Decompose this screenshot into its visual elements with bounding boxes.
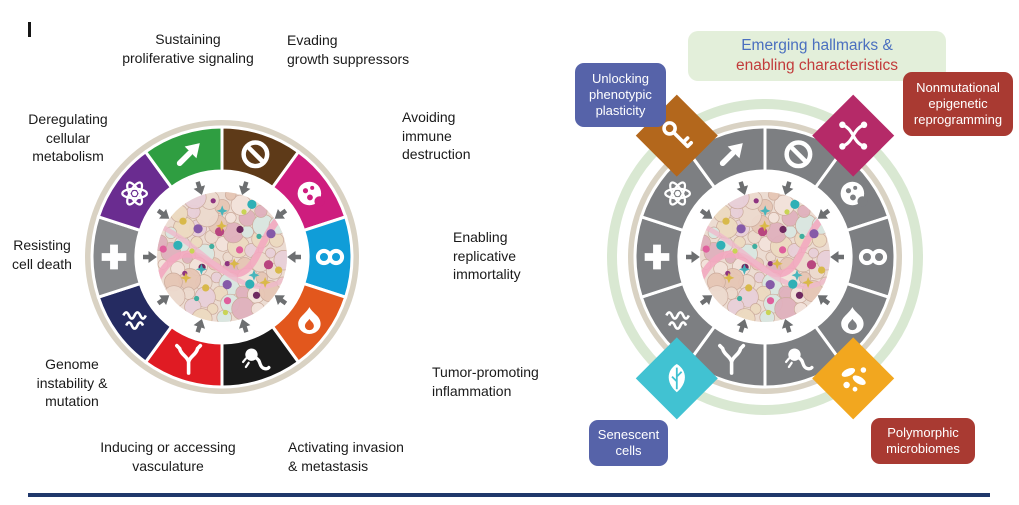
growth-arrow-icon (176, 143, 200, 167)
no-entry-icon (784, 140, 813, 169)
dna-scribble-icon (665, 311, 690, 330)
callout-unlocking-phenotypic-plasticity: Unlocking phenotypic plasticity (575, 63, 666, 127)
inward-arrow-icon (143, 251, 157, 263)
label-sustaining-proliferative-signaling: Sustaining proliferative signaling (122, 31, 254, 66)
invading-cell-icon (241, 348, 271, 371)
inward-arrow-icon (238, 181, 251, 195)
label-tumor-promoting-inflammation: Tumor-promoting inflammation (432, 364, 539, 399)
inward-arrow-icon (817, 208, 831, 219)
inward-arrow-icon (736, 319, 749, 333)
label-deregulating-cellular-metabolism: Deregulating cellular metabolism (28, 111, 108, 164)
inward-arrow-icon (699, 208, 713, 219)
label-avoiding-immune-destruction: Avoiding immune destruction (402, 109, 471, 162)
growth-arrow-icon (719, 143, 743, 167)
vessel-icon (175, 343, 203, 375)
inward-arrow-icon (781, 319, 794, 333)
leaf-icon (668, 364, 685, 393)
inward-arrow-icon (238, 319, 251, 333)
inward-arrow-icon (274, 208, 288, 219)
inward-arrow-icon (699, 295, 713, 306)
heading-line-2: enabling characteristics (736, 57, 898, 74)
inward-arrow-icon (686, 251, 700, 263)
inward-arrow-icon (736, 181, 749, 195)
label-resisting-cell-death: Resisting cell death (12, 237, 72, 272)
label-enabling-replicative-immortality: Enabling replicative immortality (453, 229, 521, 282)
inward-arrow-icon (156, 208, 170, 219)
label-activating-invasion-metastasis: Activating invasion & metastasis (288, 439, 404, 474)
inward-arrow-icon (287, 251, 301, 263)
infinity-icon (858, 248, 888, 266)
heading-line-1: Emerging hallmarks & (741, 37, 893, 54)
emerging-ring (607, 99, 923, 415)
inward-arrow-icon (830, 251, 844, 263)
inward-arrow-icon (781, 181, 794, 195)
label-genome-instability-mutation: Genome instability & mutation (36, 356, 108, 409)
dna-scribble-icon (122, 311, 147, 330)
inward-arrow-icon (274, 295, 288, 306)
callout-nonmutational-epigenetic-reprogramming: Nonmutational epigenetic reprogramming (903, 72, 1013, 136)
invading-cell-icon (784, 348, 814, 371)
no-entry-icon (241, 140, 270, 169)
cross-icon (101, 244, 127, 270)
infinity-icon (315, 248, 345, 266)
flame-icon (298, 307, 321, 334)
callout-polymorphic-microbiomes: Polymorphic microbiomes (871, 418, 975, 464)
callout-senescent-cells: Senescent cells (589, 420, 668, 466)
bottom-rule (28, 493, 990, 497)
cross-icon (644, 244, 670, 270)
inward-arrow-icon (193, 181, 206, 195)
inward-arrow-icon (817, 295, 831, 306)
inward-arrow-icon (193, 319, 206, 333)
tumor-illustration (157, 192, 287, 322)
inward-arrow-icon (156, 295, 170, 306)
key-icon (662, 121, 693, 149)
hallmarks-wheel (85, 120, 359, 394)
immune-cell-icon (840, 181, 868, 207)
emerging-hallmarks-heading: Emerging hallmarks & enabling characteri… (688, 31, 946, 81)
crop-mark (28, 22, 31, 37)
label-evading-growth-suppressors: Evading growth suppressors (287, 32, 410, 67)
flame-icon (841, 307, 864, 334)
immune-cell-icon (297, 181, 325, 207)
dna-methylation-icon (839, 121, 868, 150)
microbes-icon (841, 367, 867, 392)
vessel-icon (718, 343, 746, 375)
label-inducing-accessing-vasculature: Inducing or accessing vasculature (100, 439, 236, 474)
